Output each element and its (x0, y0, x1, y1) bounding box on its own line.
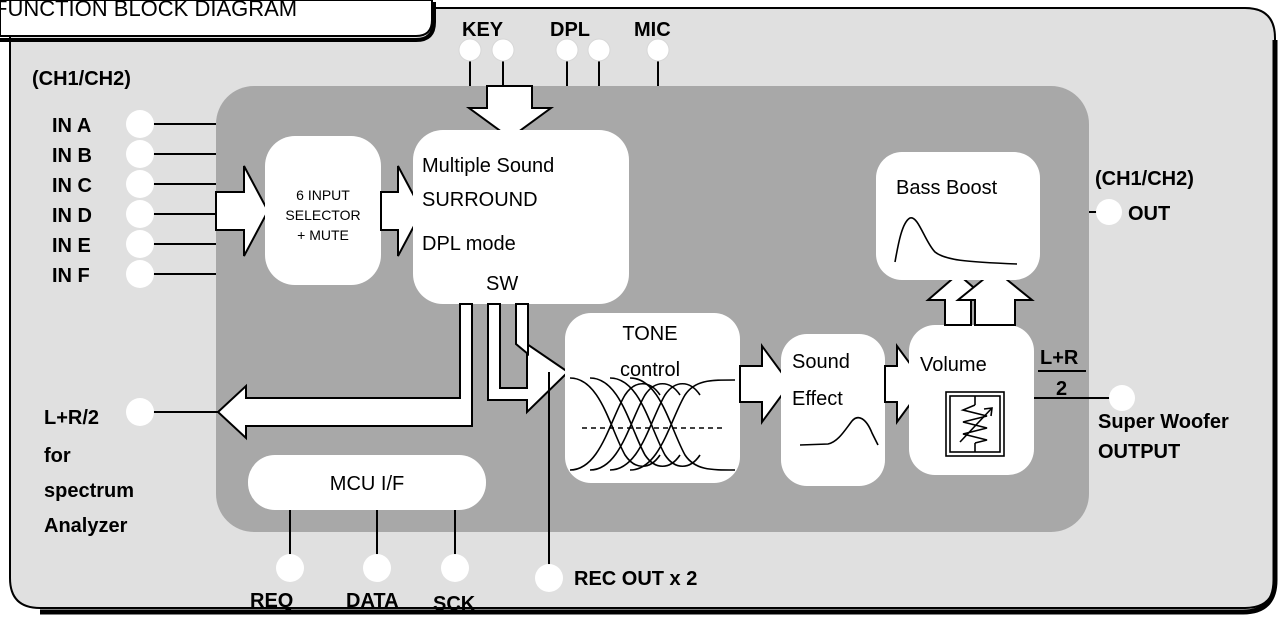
spectrum-label-4: Analyzer (44, 515, 128, 537)
selector-line-2: SELECTOR (285, 207, 360, 223)
super-woofer-pin (1109, 385, 1135, 411)
spectrum-label-3: spectrum (44, 480, 134, 502)
spectrum-label-2: for (44, 445, 71, 467)
rec-out-label: REC OUT x 2 (574, 568, 697, 590)
volume-block (909, 325, 1034, 475)
input-label-c: IN C (52, 175, 92, 197)
diagram-title: FUNCTION BLOCK DIAGRAM (0, 0, 297, 21)
mic-label: MIC (634, 19, 671, 41)
sck-pin (441, 554, 469, 582)
selector-line-1: 6 INPUT (296, 187, 350, 203)
req-label: REQ (250, 590, 293, 612)
bass-boost-block (876, 152, 1040, 280)
potentiometer-icon (945, 391, 1005, 457)
in-b-pin (126, 140, 154, 168)
req-pin (276, 554, 304, 582)
key-dpl-arrow (465, 85, 555, 140)
tone-control-block (565, 313, 740, 483)
effect-line-1: Sound (792, 351, 850, 373)
input-arrow (215, 165, 270, 257)
tone-line-2: control (620, 359, 680, 381)
main-out-label-1: (CH1/CH2) (1095, 168, 1194, 190)
dpl-label: DPL (550, 19, 590, 41)
spectrum-bus-arrow (216, 303, 473, 441)
main-out-label-2: OUT (1128, 203, 1170, 225)
data-label: DATA (346, 590, 399, 612)
input-label-a: IN A (52, 115, 91, 137)
in-a-pin (126, 110, 154, 138)
tone-line-1: TONE (622, 323, 677, 345)
input-selector-block (265, 136, 381, 285)
data-pin (363, 554, 391, 582)
lr-fraction-denominator: 2 (1056, 378, 1067, 400)
surround-line-3: DPL mode (422, 233, 516, 255)
surround-line-2: SURROUND (422, 189, 538, 211)
volume-label: Volume (920, 354, 987, 376)
surround-block (413, 130, 629, 304)
bass-curve-icon (894, 217, 1018, 265)
main-out-pin (1096, 199, 1122, 225)
mic-pin (646, 38, 670, 62)
super-woofer-label-1: Super Woofer (1098, 411, 1229, 433)
input-label-e: IN E (52, 235, 91, 257)
spectrum-pin (126, 398, 154, 426)
rec-out-pin (535, 564, 563, 592)
input-label-f: IN F (52, 265, 90, 287)
in-d-pin (126, 200, 154, 228)
tone-curves-icon (569, 377, 736, 471)
input-group-label: (CH1/CH2) (32, 68, 131, 90)
mcu-label: MCU I/F (330, 473, 404, 495)
in-c-pin (126, 170, 154, 198)
in-f-pin (126, 260, 154, 288)
input-label-d: IN D (52, 205, 92, 227)
lr-fraction-numerator: L+R (1040, 347, 1079, 369)
super-woofer-label-2: OUTPUT (1098, 441, 1180, 463)
selector-arrow (380, 165, 424, 257)
in-e-pin (126, 230, 154, 258)
sck-label: SCK (433, 593, 476, 615)
dpl-pin-2 (587, 38, 611, 62)
tone-to-effect-arrow (739, 342, 792, 426)
selector-line-3: + MUTE (297, 227, 349, 243)
mcu-interface-block (248, 455, 486, 510)
surround-line-4: SW (486, 273, 518, 295)
effect-line-2: Effect (792, 388, 843, 410)
surround-line-1: Multiple Sound (422, 155, 554, 177)
key-pin-2 (491, 38, 515, 62)
sound-effect-block (781, 334, 885, 486)
effect-curve-icon (799, 416, 879, 446)
bass-boost-label: Bass Boost (896, 177, 998, 199)
spectrum-label-1: L+R/2 (44, 407, 99, 429)
key-label: KEY (462, 19, 504, 41)
dpl-pin-1 (555, 38, 579, 62)
key-pin-1 (458, 38, 482, 62)
input-label-b: IN B (52, 145, 92, 167)
